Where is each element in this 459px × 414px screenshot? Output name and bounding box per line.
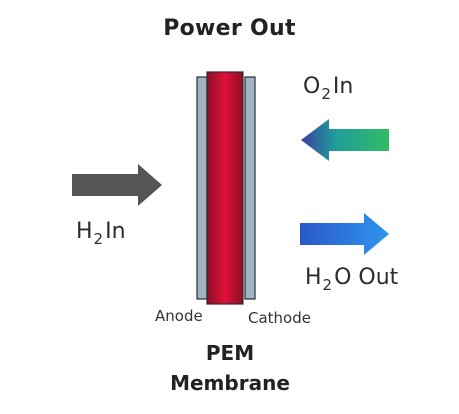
anode-electrode [196, 76, 208, 300]
diagram-title: Power Out [163, 16, 296, 41]
cathode-electrode [244, 76, 256, 300]
o2-in-label: O2In [303, 74, 354, 103]
h2-in-label: H2In [76, 219, 126, 248]
h2o-out-label: H2O Out [305, 265, 399, 294]
membrane-caption: PEM Membrane [120, 338, 340, 398]
membrane-caption-line1: PEM [205, 341, 255, 365]
arrow-left-icon [301, 119, 389, 161]
cathode-label: Cathode [248, 309, 311, 327]
pem-membrane [206, 71, 244, 305]
arrow-right-icon [300, 213, 389, 255]
arrow-right-icon [72, 164, 162, 206]
anode-label: Anode [155, 307, 203, 325]
membrane-caption-line2: Membrane [170, 371, 290, 395]
